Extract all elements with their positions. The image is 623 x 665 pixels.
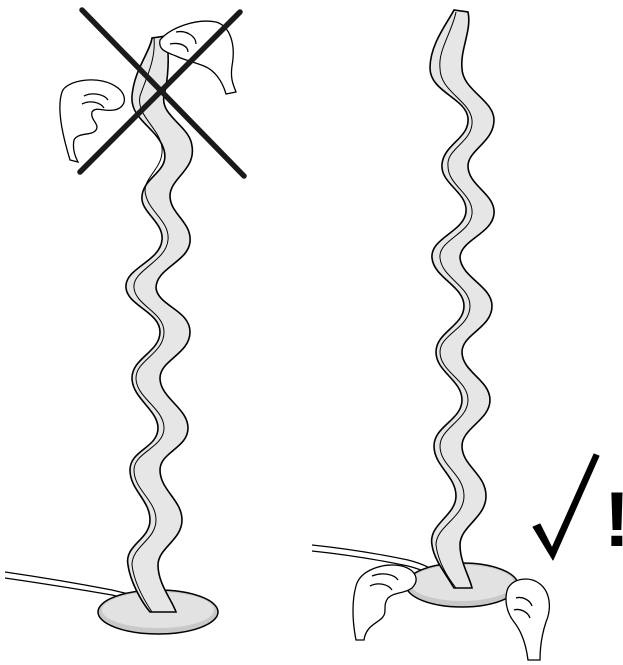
- right-power-cable: [311, 544, 431, 569]
- right-hand-left: [352, 564, 417, 641]
- left-lamp-body: [125, 35, 194, 613]
- right-hand-right: [505, 578, 551, 661]
- right-lamp-body: [429, 9, 495, 589]
- left-lamp: [4, 35, 219, 635]
- left-hand-lower: [59, 79, 125, 163]
- check-mark-icon: [532, 453, 600, 561]
- exclamation-mark: !: [604, 488, 623, 558]
- cross-mark-icon: [77, 7, 247, 179]
- right-lamp: [311, 9, 519, 608]
